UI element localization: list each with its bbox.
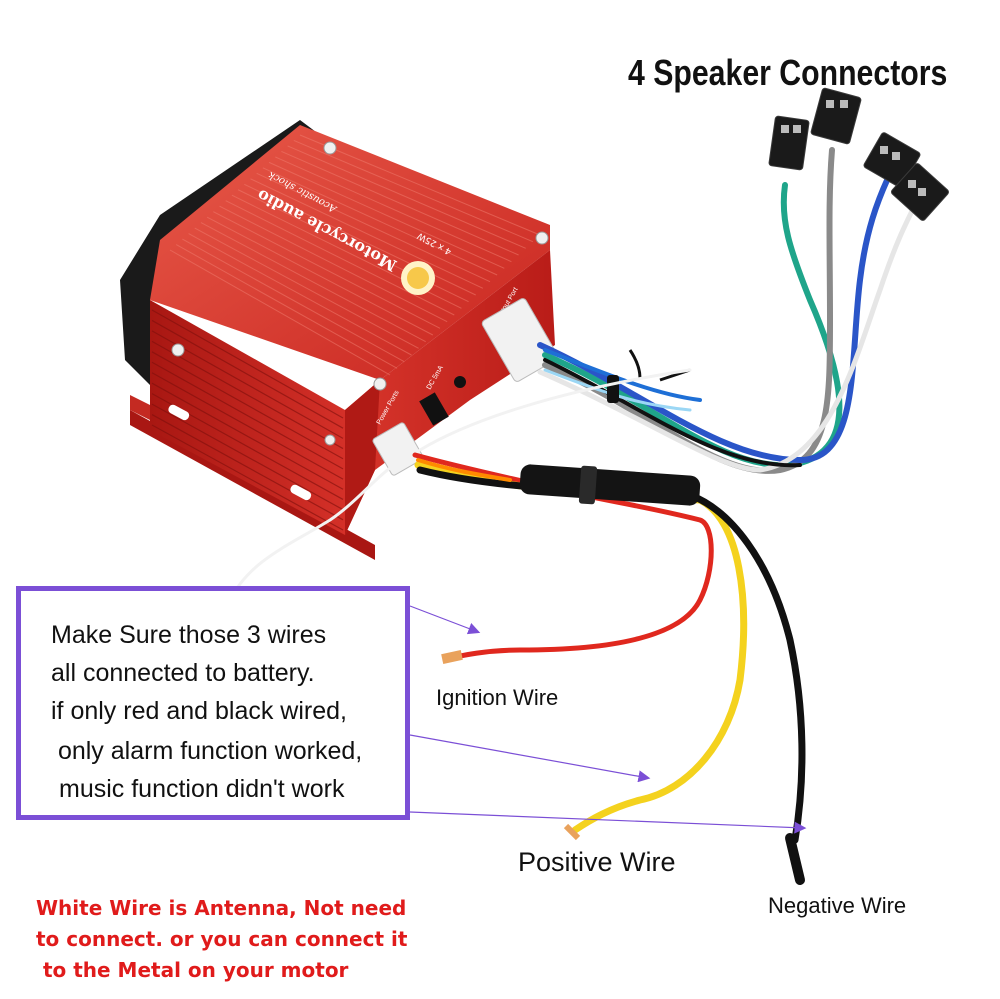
power-connector (372, 422, 424, 476)
positive-arrow (409, 734, 651, 783)
amplifier-unit (120, 120, 555, 560)
speaker-connector-plugs (768, 87, 949, 221)
antenna-note-line-2: to connect. or you can connect it (36, 927, 408, 951)
note-line-2: all connected to battery. (51, 659, 315, 687)
pointer-arrows (409, 605, 807, 834)
negative-wire-tip (785, 833, 805, 885)
positive-wire-label: Positive Wire (518, 847, 676, 877)
audio-jack (454, 376, 466, 388)
output-connector (481, 298, 559, 382)
negative-arrow (409, 811, 807, 834)
note-line-1: Make Sure those 3 wires (51, 621, 327, 649)
note-line-3: if only red and black wired, (51, 697, 347, 725)
negative-wire-label: Negative Wire (768, 893, 907, 918)
speaker-wire-bundle (537, 147, 918, 474)
antenna-wire (228, 453, 412, 602)
antenna-note-line-3: to the Metal on your motor (36, 958, 349, 982)
antenna-note: White Wire is Antenna, Not need to conne… (36, 893, 476, 986)
mounting-slots (168, 404, 312, 501)
heat-sink-fins (151, 134, 541, 531)
note-line-4: only alarm function worked, (51, 737, 363, 765)
antenna-note-line-1: White Wire is Antenna, Not need (36, 896, 407, 920)
inline-fuse-holder (519, 464, 701, 506)
amplifier-side (150, 300, 345, 535)
dc-jack (419, 392, 449, 426)
ignition-arrow (409, 605, 481, 635)
speaker-connectors-title: 4 Speaker Connectors (628, 52, 948, 93)
screws (171, 141, 549, 446)
battery-note-box: Make Sure those 3 wires all connected to… (16, 586, 410, 820)
amplifier-top (150, 125, 550, 380)
note-line-5: music function didn't work (59, 775, 345, 803)
ignition-wire-label: Ignition Wire (436, 685, 559, 710)
